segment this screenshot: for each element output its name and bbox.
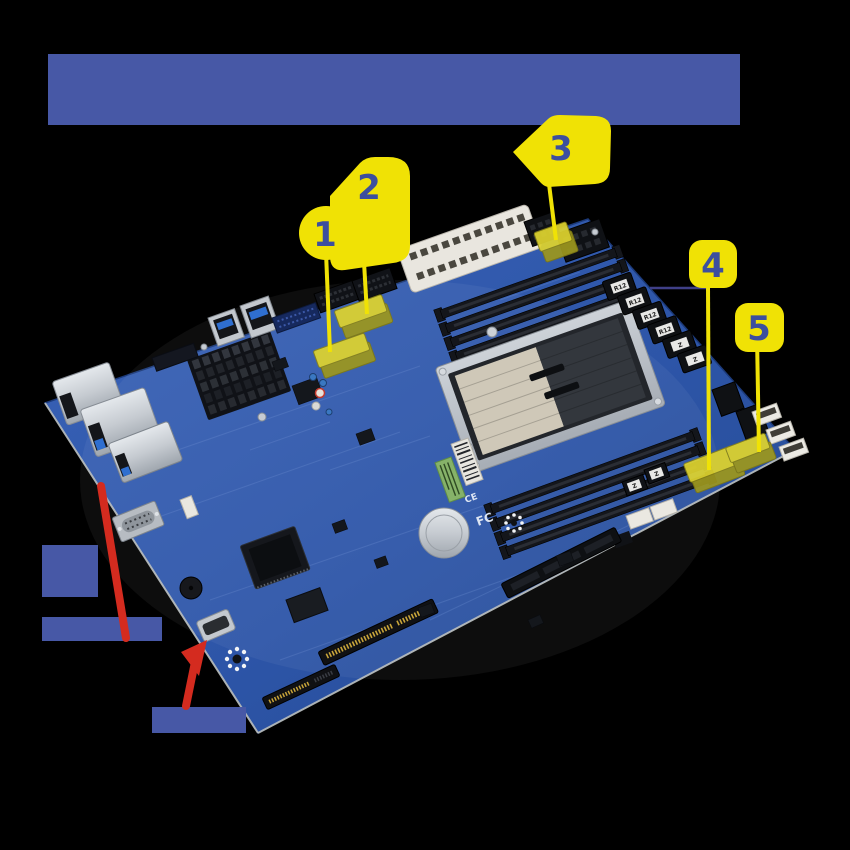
screw [200, 343, 208, 351]
leader-line-2 [362, 261, 369, 315]
hdmi-port [196, 609, 236, 642]
callout-bubbles [299, 115, 784, 352]
callout-numbers: 1 2 3 4 5 [313, 129, 771, 349]
fcc-mark: FC [474, 510, 495, 529]
cmos-battery [418, 507, 470, 559]
barcode-sticker [450, 437, 484, 487]
vga-com-port [112, 500, 165, 543]
buzzer [179, 576, 203, 600]
front-panel-headers [151, 267, 398, 372]
svg-text:Z: Z [677, 341, 684, 349]
cpu-socket [435, 300, 666, 473]
leader-line-5 [755, 335, 761, 453]
highlight-connector-3 [533, 221, 579, 263]
highlight-connector-2 [334, 294, 394, 339]
socket-pad-field-dark [535, 318, 646, 427]
highlight-connector-1 [313, 333, 376, 379]
internal-usb-ports [207, 295, 281, 347]
svg-text:R12: R12 [643, 311, 658, 322]
svg-text:Z: Z [632, 482, 639, 490]
dimm-slots-upper [433, 243, 640, 366]
pcie-x4-slot [262, 664, 340, 710]
red-pointers [97, 482, 207, 710]
usb3-pin-header [271, 302, 322, 334]
leader-lines [324, 183, 761, 471]
capacitors [309, 373, 333, 416]
svg-text:CE: CE [464, 492, 479, 506]
leader-line-4 [706, 287, 711, 471]
red-ring-capacitor [314, 387, 326, 399]
memory-vrm-chokes: Z Z [621, 461, 671, 497]
ce-mark: CE [464, 492, 479, 506]
svg-text:Z: Z [692, 356, 699, 364]
small-chips [271, 356, 575, 629]
chipset-heatsink [187, 331, 291, 420]
green-sticker [434, 456, 467, 503]
left-port-label-box [42, 545, 98, 597]
callout-number-1: 1 [313, 215, 337, 255]
memory-chip [285, 587, 329, 624]
socket-key-slot [529, 363, 565, 382]
svg-text:R12: R12 [658, 326, 673, 337]
callout-bubble-5 [735, 303, 784, 352]
svg-text:FC: FC [474, 510, 495, 529]
led-dot-ring [224, 646, 250, 672]
red-arrow-shaft [182, 658, 199, 710]
label-boxes [42, 545, 246, 733]
leader-line-1 [324, 251, 332, 353]
screw [257, 412, 267, 422]
red-pointer-line [97, 482, 130, 642]
pcb-edge-bottom [257, 449, 796, 734]
socket-key-slot [544, 381, 580, 400]
svg-text:Z: Z [654, 470, 661, 478]
usb-port-blue [94, 438, 106, 451]
callout-bubble-2 [330, 157, 410, 271]
bmc-chip [240, 526, 311, 590]
svg-text:R12: R12 [613, 282, 628, 293]
svg-text:R12: R12 [628, 297, 643, 308]
ethernet-usb-port-stack [52, 362, 183, 483]
fan-headers [751, 402, 810, 462]
callout-number-5: 5 [747, 309, 771, 349]
rj45-opening [59, 392, 79, 420]
title-banner [48, 54, 740, 125]
highlight-connector-4 [683, 445, 746, 494]
leader-line-3 [547, 183, 558, 241]
socket-post [486, 326, 498, 338]
callout-number-3: 3 [549, 129, 573, 169]
led-dot-ring-small [504, 513, 524, 533]
callout-number-4: 4 [701, 246, 725, 286]
small-white-connector [179, 495, 200, 520]
screw [591, 228, 599, 236]
callout-bubble-4 [689, 240, 737, 288]
callout-number-2: 2 [357, 168, 381, 208]
hdmi-port-label-box [152, 707, 246, 733]
motherboard-photo: R12 R12 R12 R12 Z Z Z Z [43, 204, 810, 734]
red-arrow-head [181, 640, 207, 676]
highlighted-connectors [313, 221, 777, 494]
vrm-choke-row: R12 R12 R12 R12 Z Z [602, 272, 712, 374]
aux-power-connectors [612, 498, 678, 549]
pcb-edge-left [44, 402, 259, 734]
callout-bubble-3 [513, 115, 611, 187]
vga-port-label-box [42, 617, 162, 641]
